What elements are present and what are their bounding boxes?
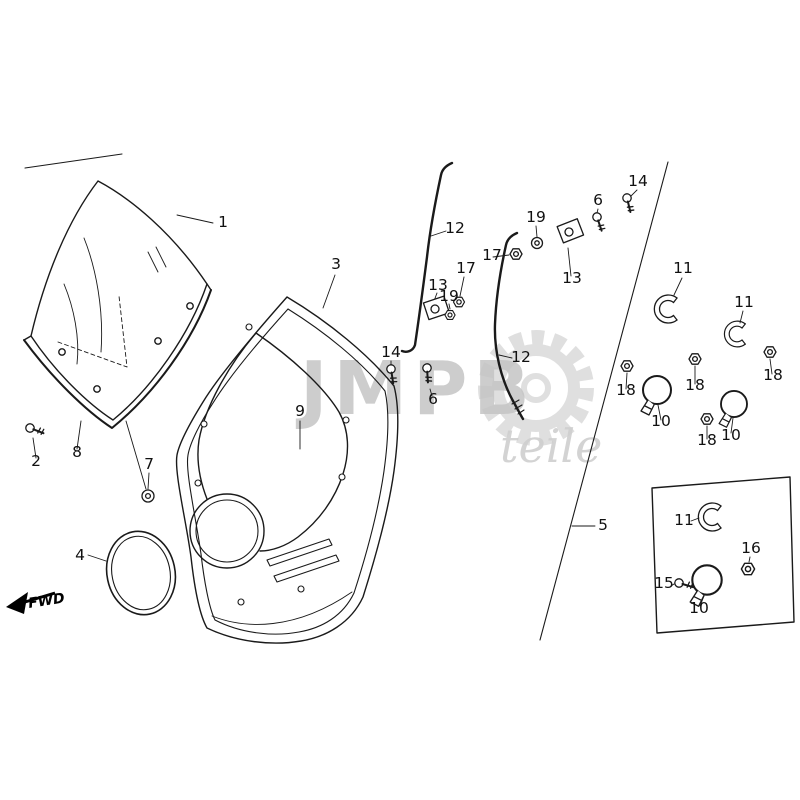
part-number-10: 10 xyxy=(721,426,741,444)
part-number-11: 11 xyxy=(673,259,693,277)
wire-stay-thread-marks xyxy=(511,399,525,415)
part-number-8: 8 xyxy=(72,443,82,461)
collar-11 xyxy=(723,320,746,348)
reference-line-part5 xyxy=(539,161,669,641)
nut-18 xyxy=(700,413,714,425)
windshield-mount-holes xyxy=(58,302,194,393)
part-number-2: 2 xyxy=(31,452,41,470)
fairing-screw-holes xyxy=(194,323,350,606)
screw-14 xyxy=(617,191,640,214)
part-number-6: 6 xyxy=(593,191,603,209)
windshield-dashed-area xyxy=(57,295,128,368)
part-number-11: 11 xyxy=(674,511,694,529)
collar-11 xyxy=(697,502,722,532)
part-number-19: 19 xyxy=(439,287,459,305)
windshield-trim xyxy=(23,289,212,429)
windshield-curve-line xyxy=(63,283,79,365)
gear-icon xyxy=(478,330,594,446)
part-number-13: 13 xyxy=(562,269,582,287)
nut-18 xyxy=(763,346,777,358)
part-number-18: 18 xyxy=(685,376,705,394)
hardware-parts xyxy=(23,191,777,503)
part-number-19: 19 xyxy=(526,208,546,226)
part-number-4: 4 xyxy=(75,546,85,564)
nut-16 xyxy=(740,562,756,576)
part-number-1: 1 xyxy=(218,213,228,231)
fairing-vent xyxy=(273,554,340,583)
clamp-13 xyxy=(555,217,585,245)
part-number-12: 12 xyxy=(445,219,465,237)
part-number-13: 13 xyxy=(428,276,448,294)
watermark: JMPB teile xyxy=(295,330,602,473)
trim-ring xyxy=(105,530,177,616)
part-number-14: 14 xyxy=(381,343,401,361)
callout-labels: 1234566789101010111111121213131414151617… xyxy=(31,172,783,617)
fwd-marker: FWD xyxy=(6,590,66,614)
fairing-recess-right xyxy=(255,332,349,552)
part-number-18: 18 xyxy=(697,431,717,449)
headlight-opening-outer xyxy=(189,493,265,569)
reference-line-top-left xyxy=(24,153,123,169)
grommet-7 xyxy=(141,489,155,503)
part-number-18: 18 xyxy=(763,366,783,384)
fairing-bottom-strip xyxy=(211,591,353,625)
leader-lines xyxy=(32,189,773,607)
nut-17 xyxy=(509,248,523,260)
watermark-text-sub: teile xyxy=(500,419,602,473)
fwd-arrow-icon xyxy=(6,592,28,614)
fairing-recess-left xyxy=(197,332,257,500)
watermark-text-main: JMPB xyxy=(295,346,536,432)
part-number-11: 11 xyxy=(734,293,754,311)
part-number-5: 5 xyxy=(598,516,608,534)
part-number-9: 9 xyxy=(295,402,305,420)
windshield-outline xyxy=(30,180,208,421)
part-number-14: 14 xyxy=(628,172,648,190)
inset-box-frame xyxy=(651,476,795,634)
part-number-7: 7 xyxy=(144,455,154,473)
wire-stay-lower xyxy=(493,231,525,421)
fwd-arrow-shaft xyxy=(24,591,56,604)
windshield-curve-line xyxy=(83,237,103,353)
inset-box xyxy=(651,476,795,634)
wire-stays xyxy=(400,161,525,421)
fairing-inner-outline xyxy=(186,308,389,635)
part-number-12: 12 xyxy=(511,348,531,366)
fairing xyxy=(175,296,399,644)
part-number-16: 16 xyxy=(741,539,761,557)
washer-19 xyxy=(530,236,544,250)
fwd-label: FWD xyxy=(27,590,66,612)
band-clamp-10 xyxy=(718,390,748,429)
part-number-3: 3 xyxy=(331,255,341,273)
windshield-reflection-marks xyxy=(147,246,167,273)
part-number-18: 18 xyxy=(616,381,636,399)
part-number-15: 15 xyxy=(654,574,674,592)
part-number-10: 10 xyxy=(651,412,671,430)
bolt-15 xyxy=(672,572,696,596)
part-number-10: 10 xyxy=(689,599,709,617)
fairing-outer-outline xyxy=(175,296,399,644)
nut-19 xyxy=(444,310,456,320)
part-number-6: 6 xyxy=(428,390,438,408)
nut-18 xyxy=(688,353,702,365)
collar-11 xyxy=(653,294,678,324)
bolt-6 xyxy=(588,210,610,233)
nut-18 xyxy=(620,360,634,372)
part-number-17: 17 xyxy=(482,246,502,264)
headlight-opening-inner xyxy=(195,499,259,563)
part-number-17: 17 xyxy=(456,259,476,277)
fairing-vent xyxy=(266,538,333,567)
windshield xyxy=(23,180,212,429)
wire-stay-upper xyxy=(400,161,454,353)
band-clamp-10 xyxy=(640,375,672,416)
screw-2 xyxy=(23,417,47,442)
